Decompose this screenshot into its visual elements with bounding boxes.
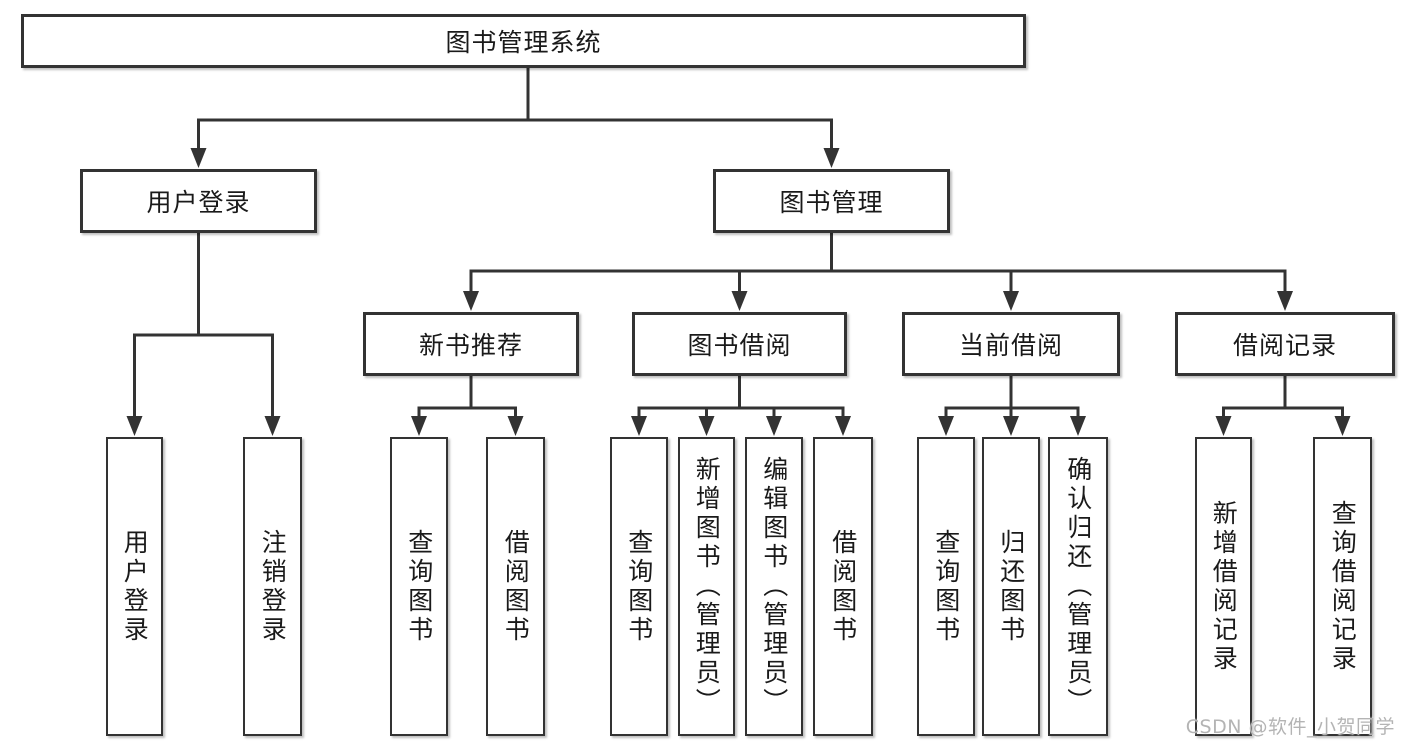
leaf-current-query-books: 查询图书 [917, 437, 975, 736]
leaf-user-login: 用户登录 [106, 437, 163, 736]
leaf-edit-book-admin-label: 编辑图书（管理员） [759, 456, 789, 717]
leaf-recommend-borrow-books-label: 借阅图书 [501, 528, 531, 645]
leaf-borrow-query-books-label: 查询图书 [624, 528, 654, 645]
node-book-management: 图书管理 [713, 169, 950, 233]
leaf-recommend-query-books-label: 查询图书 [404, 528, 434, 645]
node-root-system: 图书管理系统 [21, 14, 1026, 68]
leaf-confirm-return-admin: 确认归还（管理员） [1048, 437, 1108, 736]
leaf-add-book-admin: 新增图书（管理员） [678, 437, 735, 736]
leaf-query-borrow-record-label: 查询借阅记录 [1328, 499, 1358, 674]
arrowheads [126, 148, 1351, 436]
leaf-current-query-books-label: 查询图书 [931, 528, 961, 645]
leaf-borrow-query-books: 查询图书 [610, 437, 668, 736]
leaf-logout-label: 注销登录 [258, 528, 288, 645]
node-user-login: 用户登录 [80, 169, 317, 233]
node-borrow-records-label: 借阅记录 [1232, 331, 1337, 360]
leaf-user-login-label: 用户登录 [120, 528, 150, 645]
node-new-book-recommend-label: 新书推荐 [418, 331, 523, 360]
node-current-borrow: 当前借阅 [902, 312, 1120, 376]
leaf-recommend-borrow-books: 借阅图书 [486, 437, 545, 736]
leaf-confirm-return-admin-label: 确认归还（管理员） [1063, 456, 1093, 717]
connector-current-borrow-to-leaves [944, 376, 1080, 418]
node-current-borrow-label: 当前借阅 [958, 331, 1063, 360]
node-user-login-label: 用户登录 [146, 188, 251, 217]
connector-book-borrow-to-leaves [637, 376, 845, 418]
leaf-edit-book-admin: 编辑图书（管理员） [745, 437, 803, 736]
leaf-add-borrow-record-label: 新增借阅记录 [1209, 499, 1239, 674]
connector-user-login-to-leaves [133, 233, 274, 418]
leaf-add-borrow-record: 新增借阅记录 [1195, 437, 1252, 736]
node-book-management-label: 图书管理 [779, 188, 884, 217]
leaf-borrow-books-label: 借阅图书 [828, 528, 858, 645]
connector-borrow-records-to-leaves [1222, 376, 1344, 418]
leaf-recommend-query-books: 查询图书 [390, 437, 448, 736]
leaf-return-books-label: 归还图书 [996, 528, 1026, 645]
connector-book-mgmt-to-level3 [469, 233, 1287, 293]
node-new-book-recommend: 新书推荐 [363, 312, 579, 376]
node-borrow-records: 借阅记录 [1175, 312, 1395, 376]
leaf-query-borrow-record: 查询借阅记录 [1313, 437, 1372, 736]
leaf-add-book-admin-label: 新增图书（管理员） [692, 456, 722, 717]
connector-root-to-level2 [197, 67, 833, 150]
leaf-logout: 注销登录 [243, 437, 302, 736]
leaf-borrow-books: 借阅图书 [813, 437, 873, 736]
csdn-watermark: CSDN @软件_小贺同学 [1185, 716, 1395, 738]
node-book-borrow-label: 图书借阅 [687, 331, 792, 360]
leaf-return-books: 归还图书 [982, 437, 1040, 736]
node-book-borrow: 图书借阅 [632, 312, 847, 376]
node-root-label: 图书管理系统 [445, 28, 602, 57]
connector-new-book-rec-to-leaves [417, 376, 517, 418]
